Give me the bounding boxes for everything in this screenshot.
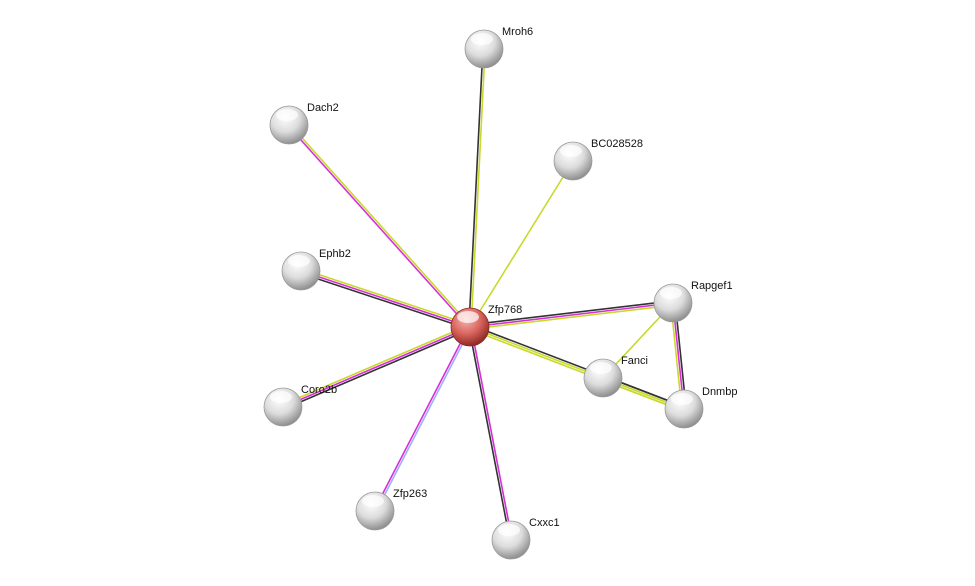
node-label: Fanci bbox=[621, 355, 648, 367]
node-label: Coro2b bbox=[301, 384, 337, 396]
edge-line-coexpression bbox=[283, 328, 472, 410]
node-zfp263[interactable]: Zfp263 bbox=[355, 488, 427, 531]
node-highlight bbox=[498, 524, 520, 536]
edge-zfp768-coro2b[interactable] bbox=[281, 324, 472, 410]
edge-line-experiments bbox=[373, 326, 470, 511]
node-highlight bbox=[590, 362, 612, 374]
edge-zfp768-mroh6[interactable] bbox=[468, 48, 486, 328]
edge-line-experiments bbox=[470, 326, 513, 540]
edge-zfp768-cxxc1[interactable] bbox=[468, 326, 513, 541]
node-mroh6[interactable]: Mroh6 bbox=[464, 26, 533, 69]
node-label: Zfp768 bbox=[488, 304, 522, 316]
node-zfp768[interactable]: Zfp768 bbox=[450, 304, 522, 347]
edge-line-textmining bbox=[301, 268, 471, 326]
node-label: BC028528 bbox=[591, 138, 643, 150]
node-highlight bbox=[276, 109, 298, 121]
edge-line-experiments bbox=[469, 302, 674, 328]
edge-line-experiments bbox=[300, 270, 471, 328]
edge-zfp768-bc028528[interactable] bbox=[469, 160, 574, 328]
node-highlight bbox=[362, 495, 384, 507]
node-bc028528[interactable]: BC028528 bbox=[553, 138, 643, 181]
node-highlight bbox=[270, 391, 292, 403]
edge-zfp768-dnmbp[interactable] bbox=[468, 324, 686, 412]
node-label: Cxxc1 bbox=[529, 517, 560, 529]
nodes: Zfp768 Mroh6Dach2BC028528Ephb2Rapgef1Fanc… bbox=[263, 26, 737, 560]
edge-zfp768-ephb2[interactable] bbox=[300, 268, 471, 330]
edge-zfp768-rapgef1[interactable] bbox=[469, 300, 674, 330]
node-label: Mroh6 bbox=[502, 26, 533, 38]
edge-zfp768-dach2[interactable] bbox=[287, 123, 472, 329]
node-ephb2[interactable]: Ephb2 bbox=[281, 248, 351, 291]
node-dach2[interactable]: Dach2 bbox=[269, 102, 339, 145]
node-label: Dach2 bbox=[307, 102, 339, 114]
edge-line-textmining bbox=[470, 304, 674, 330]
node-label: Dnmbp bbox=[702, 386, 737, 398]
node-highlight bbox=[560, 145, 582, 157]
edge-line-textmining bbox=[281, 324, 470, 406]
edge-line-experiments bbox=[282, 326, 471, 408]
node-highlight bbox=[660, 287, 682, 299]
node-label: Rapgef1 bbox=[691, 280, 733, 292]
edge-zfp768-zfp263[interactable] bbox=[373, 326, 472, 512]
edge-line-coexpression bbox=[300, 272, 470, 330]
node-coro2b[interactable]: Coro2b bbox=[263, 384, 337, 427]
node-highlight bbox=[457, 311, 479, 323]
node-highlight bbox=[288, 255, 310, 267]
edge-line-homology bbox=[375, 327, 472, 512]
node-label: Zfp263 bbox=[393, 488, 427, 500]
node-dnmbp[interactable]: Dnmbp bbox=[664, 386, 737, 429]
node-cxxc1[interactable]: Cxxc1 bbox=[491, 517, 560, 560]
node-highlight bbox=[471, 33, 493, 45]
edge-line-experiments bbox=[287, 125, 470, 329]
edge-line-textmining bbox=[289, 123, 472, 327]
node-fanci[interactable]: Fanci bbox=[583, 355, 648, 398]
edge-line-textmining bbox=[470, 49, 486, 328]
edge-line-coexpression bbox=[468, 48, 484, 327]
node-highlight bbox=[671, 393, 693, 405]
edges bbox=[281, 48, 687, 541]
edge-line-coexpression bbox=[468, 327, 511, 541]
edge-line-coexpression bbox=[469, 300, 673, 326]
node-rapgef1[interactable]: Rapgef1 bbox=[653, 280, 733, 323]
node-label: Ephb2 bbox=[319, 248, 351, 260]
edge-line-textmining bbox=[469, 160, 574, 328]
